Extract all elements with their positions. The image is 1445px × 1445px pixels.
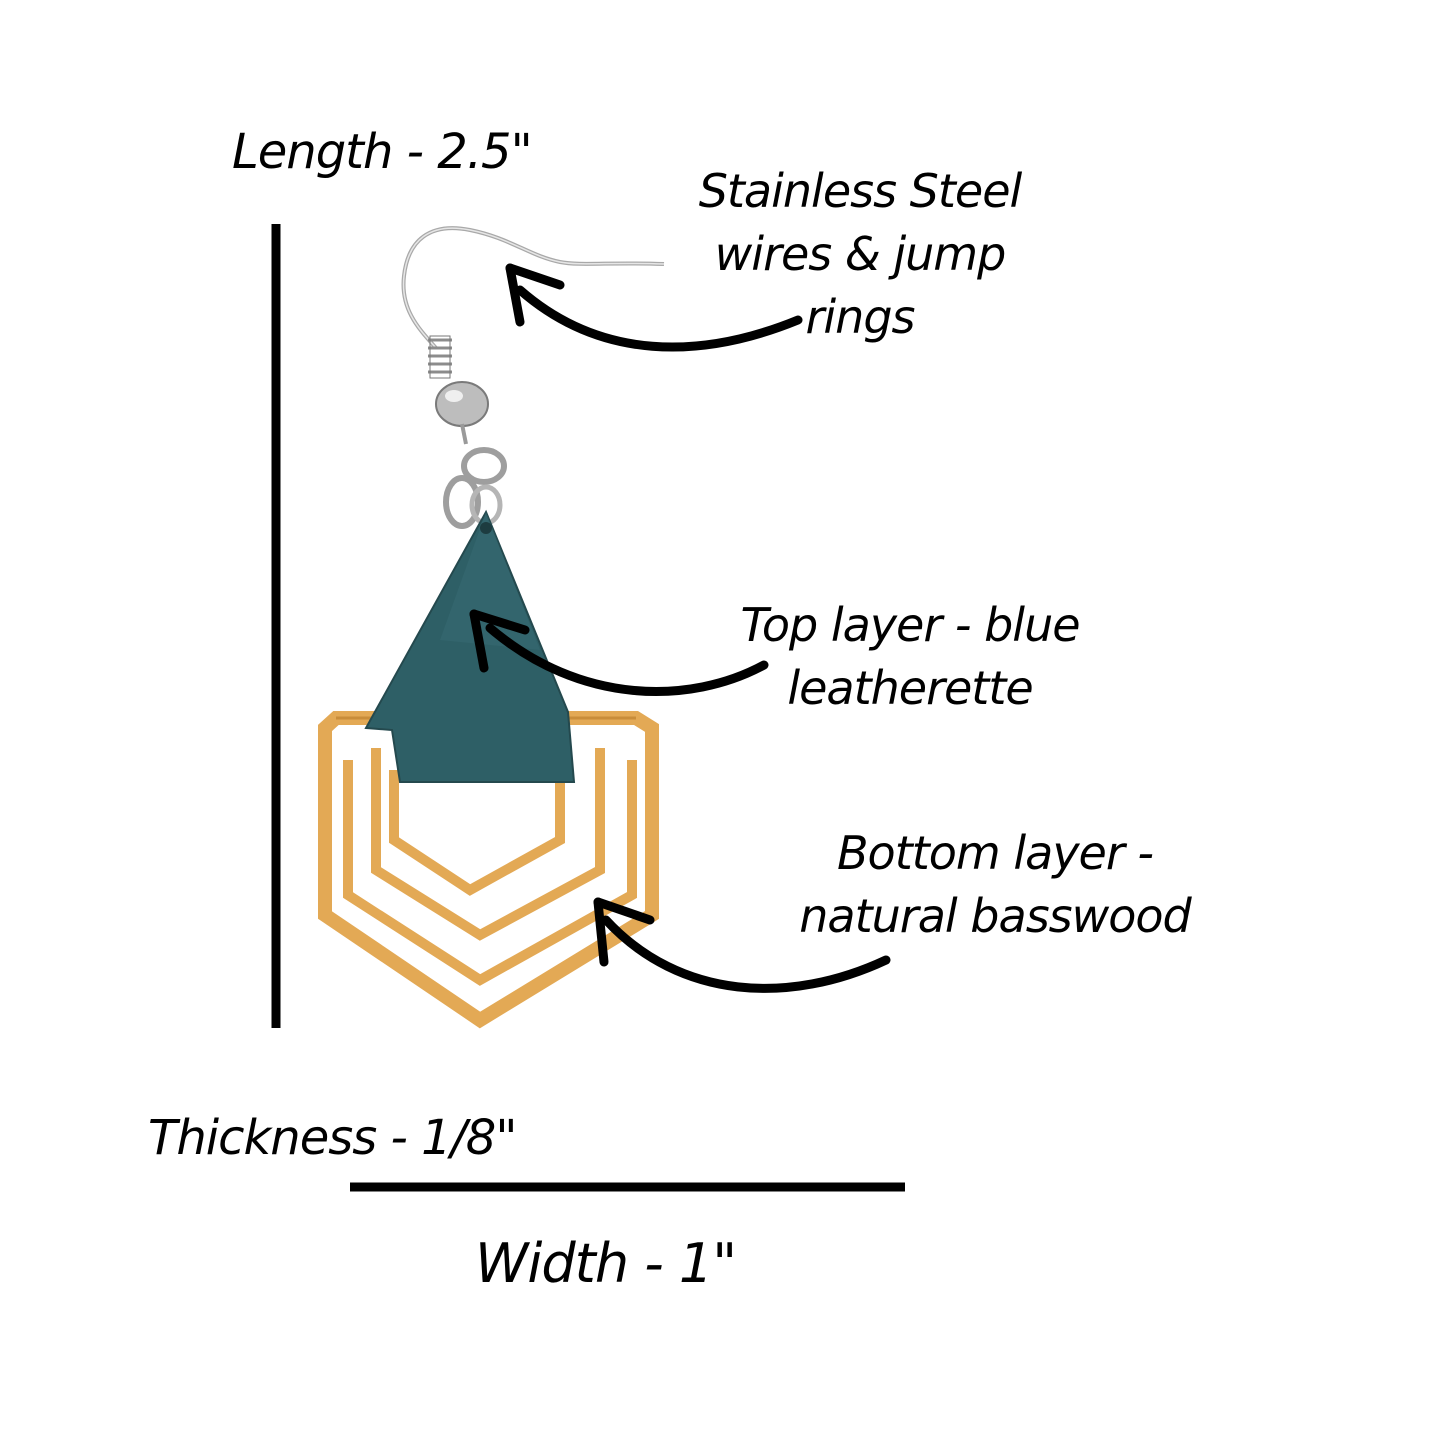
hardware-callout-line-3: rings	[805, 290, 915, 344]
length-label: Length - 2.5"	[232, 124, 533, 180]
bottom-layer-callout: Bottom layer - natural basswood	[785, 822, 1205, 948]
hardware-callout-line-2: wires & jump	[714, 227, 1007, 281]
ear-wire-hook	[401, 226, 665, 445]
top-layer-arrow	[469, 609, 769, 696]
top-layer-callout: Top layer - blue leatherette	[720, 594, 1100, 720]
bottom-layer-callout-line-2: natural basswood	[799, 889, 1191, 943]
thickness-label: Thickness - 1/8"	[148, 1110, 517, 1166]
hardware-callout-line-1: Stainless Steel	[698, 164, 1023, 218]
hardware-arrow	[505, 263, 803, 352]
leatherette-layer	[364, 509, 576, 783]
width-label: Width - 1"	[475, 1232, 737, 1295]
hardware-callout: Stainless Steel wires & jump rings	[690, 160, 1030, 349]
bottom-layer-arrow	[593, 897, 891, 993]
top-layer-callout-line-1: Top layer - blue	[740, 598, 1080, 652]
top-layer-callout-line-2: leatherette	[787, 661, 1033, 715]
bottom-layer-callout-line-1: Bottom layer -	[837, 826, 1154, 880]
jump-rings	[443, 447, 507, 529]
